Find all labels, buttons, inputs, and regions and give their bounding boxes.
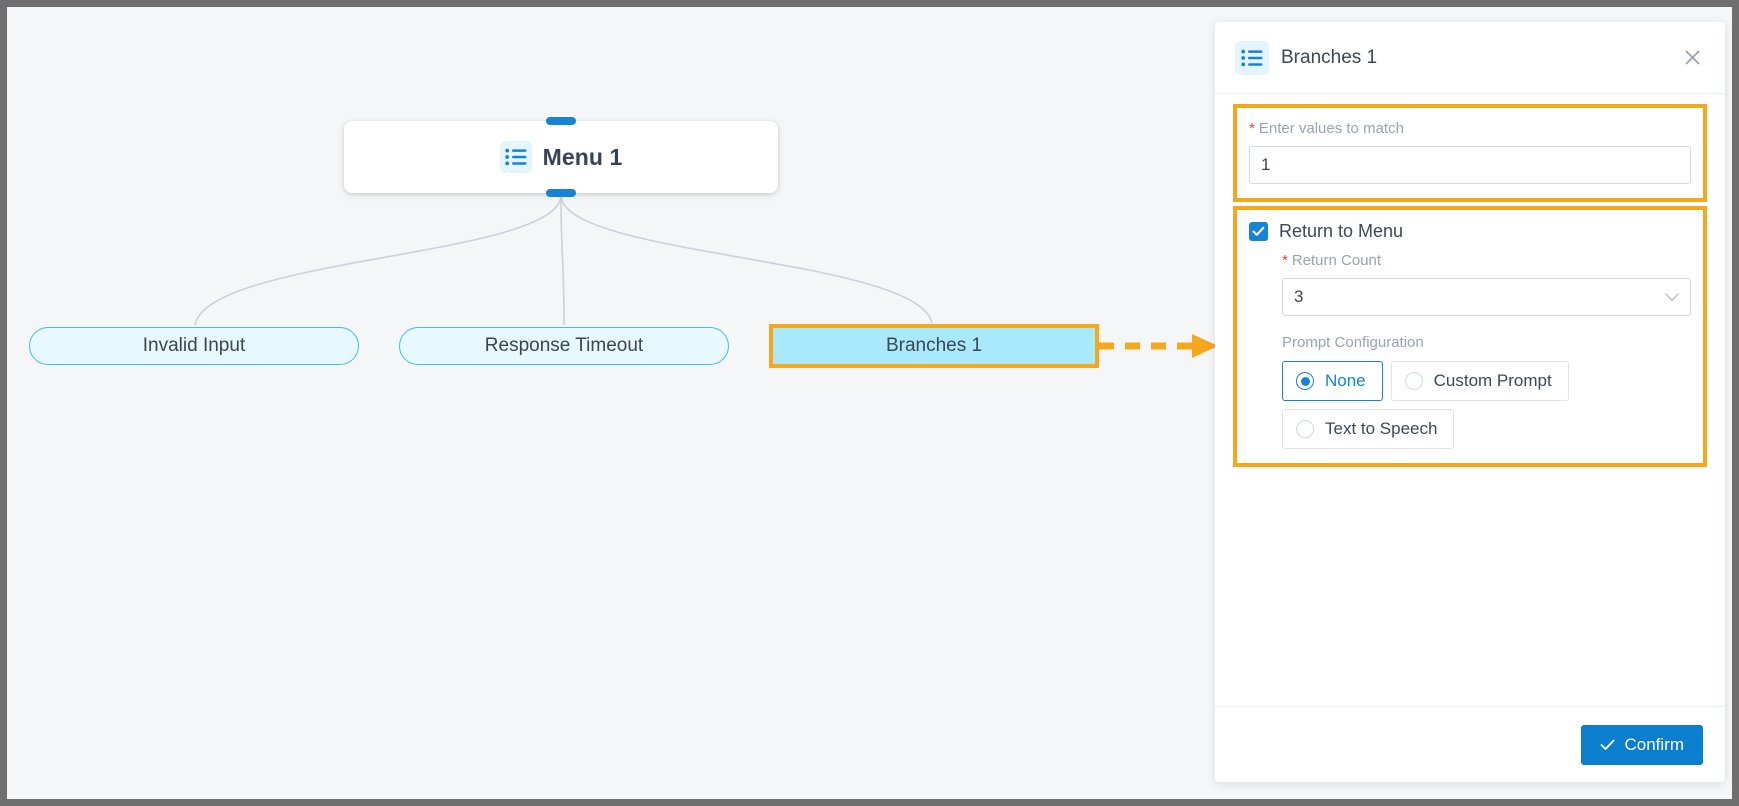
return-count-label-text: Return Count [1291,252,1382,269]
radio-icon [1296,372,1314,390]
panel-body: *Enter values to match 1 Return to Menu … [1215,94,1725,706]
properties-panel: Branches 1 *Enter values to match 1 [1215,22,1725,782]
prompt-option-text-to-speech[interactable]: Text to Speech [1282,409,1455,449]
confirm-button[interactable]: Confirm [1581,724,1703,765]
prompt-configuration-label: Prompt Configuration [1282,334,1424,351]
check-icon [1601,739,1615,750]
prompt-option-text-to-speech-label: Text to Speech [1325,419,1438,438]
return-to-menu-checkbox[interactable] [1249,222,1268,241]
values-to-match-input[interactable]: 1 [1249,146,1691,184]
return-to-menu-group: Return to Menu *Return Count 3 [1233,206,1707,467]
menu-node[interactable]: Menu 1 [344,117,778,197]
list-icon [1235,40,1269,75]
radio-icon [1404,372,1423,390]
return-count-value: 3 [1294,287,1304,306]
close-icon[interactable] [1677,43,1707,73]
return-to-menu-details: *Return Count 3 Prompt Configuration [1249,252,1691,449]
required-asterisk: * [1249,120,1255,137]
prompt-option-none[interactable]: None [1282,361,1383,401]
panel-header: Branches 1 [1215,22,1725,94]
chevron-down-icon [1665,287,1679,307]
list-icon [499,141,532,173]
radio-icon [1296,420,1314,438]
branch-node-invalid-input[interactable]: Invalid Input [29,327,359,365]
prompt-option-custom-prompt[interactable]: Custom Prompt [1390,361,1569,401]
check-icon [1252,226,1265,236]
panel-footer: Confirm [1215,706,1725,782]
values-to-match-group: *Enter values to match 1 [1233,104,1707,202]
branch-node-branches-1-label: Branches 1 [885,335,983,356]
node-handle-bottom[interactable] [546,189,576,197]
return-to-menu-label: Return to Menu [1279,221,1404,241]
branch-node-branches-1[interactable]: Branches 1 [769,324,1099,368]
values-to-match-label: *Enter values to match [1249,120,1691,137]
branch-node-response-timeout[interactable]: Response Timeout [399,327,729,365]
prompt-configuration-options: None Custom Prompt Text to Speech [1282,361,1691,449]
prompt-option-custom-prompt-label: Custom Prompt [1433,371,1552,390]
panel-title: Branches 1 [1281,46,1378,68]
return-count-select[interactable]: 3 [1282,278,1691,316]
return-count-label: *Return Count [1282,252,1691,269]
prompt-option-none-label: None [1325,371,1366,390]
selection-arrow-icon [1099,334,1218,358]
menu-node-title: Menu 1 [542,143,623,170]
node-handle-top[interactable] [546,117,576,125]
required-asterisk: * [1282,252,1288,269]
confirm-button-label: Confirm [1624,734,1684,754]
return-to-menu-row[interactable]: Return to Menu [1249,218,1691,248]
values-to-match-label-text: Enter values to match [1258,120,1404,137]
